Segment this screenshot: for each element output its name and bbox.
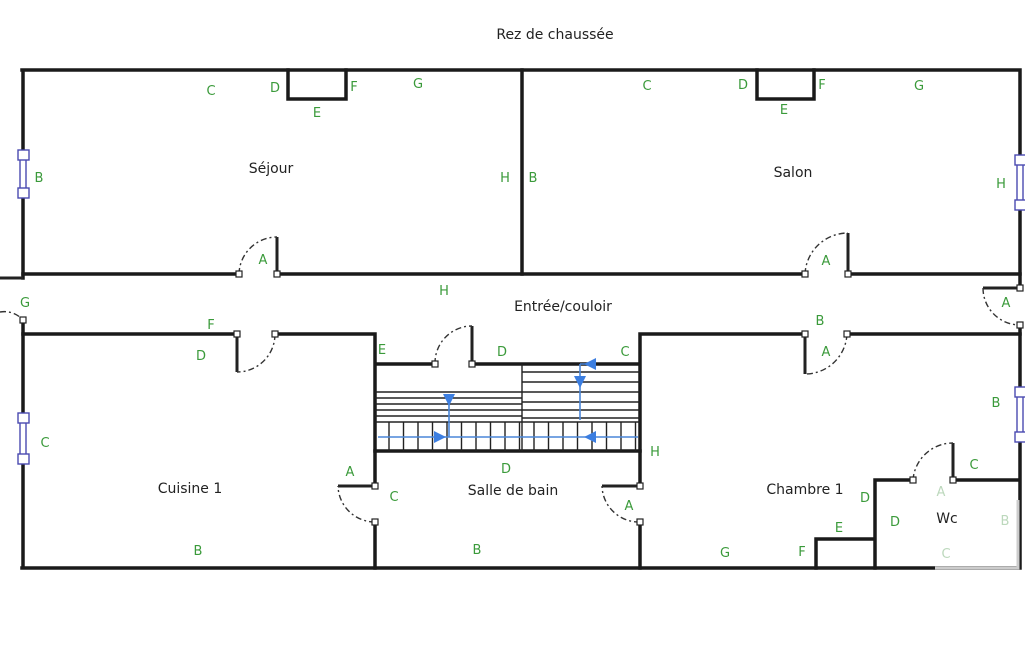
wall-label: A	[1002, 296, 1011, 311]
wall-label: E	[835, 521, 843, 536]
wall-label: G	[413, 77, 423, 92]
stair-arrow-icon	[434, 358, 596, 443]
door-hinge	[233, 330, 241, 338]
wall-label: F	[798, 545, 805, 560]
wall-label: B	[529, 171, 538, 186]
room-wc: Wc	[936, 511, 958, 527]
wall-label: B	[194, 544, 203, 559]
wall-label: C	[642, 79, 651, 94]
wall-label: C	[941, 547, 950, 562]
room-chambre: Chambre 1	[766, 482, 843, 498]
room-salle-de-bain: Salle de bain	[468, 483, 559, 499]
wall-label: F	[207, 318, 214, 333]
wall-labels: C D F G E H B B A C D F G E H A H G A F D E D C B A B C H D A C A C A D D E B F…	[20, 77, 1011, 562]
room-entree: Entrée/couloir	[514, 299, 612, 315]
wall-label: H	[996, 177, 1006, 192]
staircase	[375, 358, 640, 451]
wall-label: C	[969, 458, 978, 473]
room-labels: Séjour Salon Entrée/couloir Cuisine 1 Sa…	[158, 161, 958, 527]
plan-title: Rez de chaussée	[496, 27, 613, 43]
room-sejour: Séjour	[249, 161, 294, 177]
door-hinge	[949, 476, 957, 484]
wall-label: C	[40, 436, 49, 451]
wall-label: C	[620, 345, 629, 360]
wall-label: A	[259, 253, 268, 268]
wall-label: F	[350, 80, 357, 95]
wall-label: A	[822, 345, 831, 360]
wall-label: H	[650, 445, 660, 460]
wall-label: A	[822, 254, 831, 269]
wall-label: E	[780, 103, 788, 118]
door-hinge	[1016, 284, 1024, 292]
wall-label: H	[500, 171, 510, 186]
wall-label: D	[501, 462, 511, 477]
door-hinge	[371, 518, 379, 526]
door-hinge	[843, 330, 851, 338]
wall-label: B	[1001, 514, 1010, 529]
wall-label: E	[378, 343, 386, 358]
door-hinge	[235, 270, 243, 278]
door-hinge	[431, 360, 439, 368]
wall-label: H	[439, 284, 449, 299]
wall-label: F	[818, 78, 825, 93]
wall-label: E	[313, 106, 321, 121]
wall-label: D	[890, 515, 900, 530]
room-salon: Salon	[774, 165, 813, 181]
door-hinge	[1016, 321, 1024, 329]
room-cuisine: Cuisine 1	[158, 481, 223, 497]
wall-label: C	[389, 490, 398, 505]
wall-label: A	[625, 499, 634, 514]
door-hinge	[636, 482, 644, 490]
wall-label: A	[937, 485, 946, 500]
windows	[17, 149, 1025, 465]
wall-label: G	[20, 296, 30, 311]
wall-label: C	[206, 84, 215, 99]
wall-label: D	[497, 345, 507, 360]
doors	[0, 232, 1024, 526]
wall-label: D	[270, 81, 280, 96]
door-hinge	[636, 518, 644, 526]
wall-label: D	[738, 78, 748, 93]
wall-label: B	[473, 543, 482, 558]
wall-label: A	[346, 465, 355, 480]
wall-label: G	[720, 546, 730, 561]
door-hinge	[468, 360, 476, 368]
door-hinge	[909, 476, 917, 484]
door-hinge	[19, 316, 27, 324]
wall-label: B	[992, 396, 1001, 411]
wall-label: D	[196, 349, 206, 364]
door-hinge	[371, 482, 379, 490]
door-hinge	[801, 330, 809, 338]
door-hinge	[844, 270, 852, 278]
door-hinge	[273, 270, 281, 278]
wall-label: B	[816, 314, 825, 329]
door-hinge	[271, 330, 279, 338]
wall-label: D	[860, 491, 870, 506]
wall-label: G	[914, 79, 924, 94]
wall-label: B	[35, 171, 44, 186]
door-hinge	[801, 270, 809, 278]
